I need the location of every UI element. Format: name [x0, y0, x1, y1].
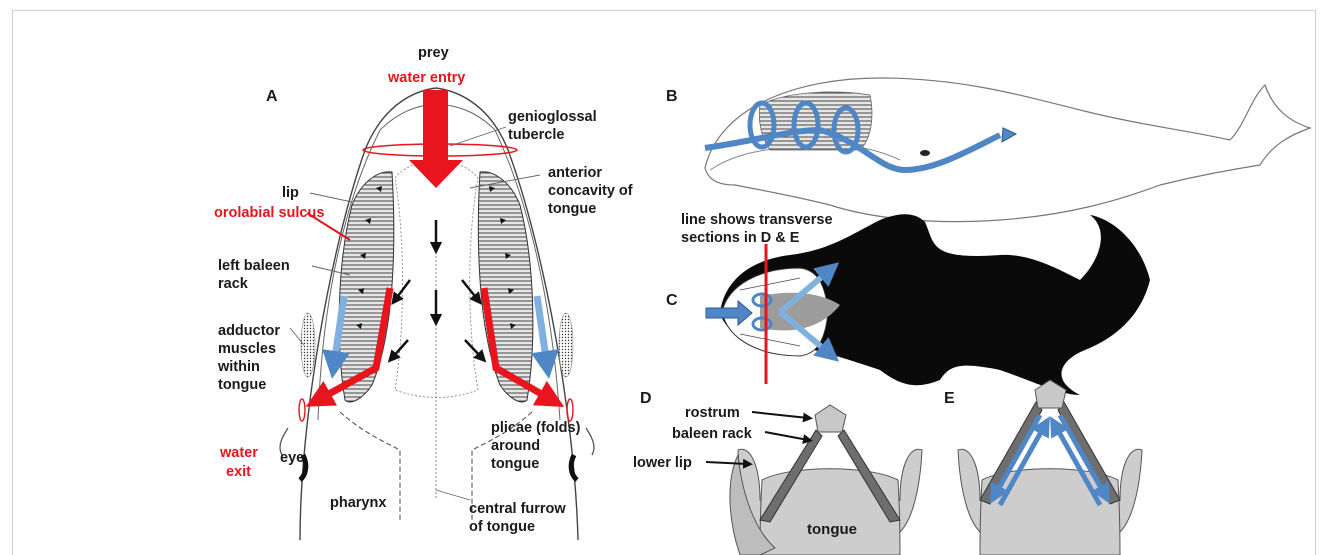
- label-pharynx: pharynx: [330, 494, 386, 512]
- label-left-baleen: left baleen: [218, 257, 290, 275]
- label-lip: lip: [282, 184, 299, 202]
- panel-e-drawing: [958, 380, 1142, 555]
- label-rack: rack: [218, 275, 248, 293]
- label-sections: sections in D & E: [681, 229, 799, 247]
- left-exit-slot: [299, 399, 305, 421]
- label-adductor-tongue: tongue: [218, 376, 266, 394]
- label-anterior-tongue: tongue: [548, 200, 596, 218]
- panel-label-e: E: [944, 390, 955, 408]
- label-tongue-d: tongue: [807, 521, 857, 539]
- label-water-exit-1: water: [220, 444, 258, 462]
- label-genioglossal: genioglossal: [508, 108, 597, 126]
- label-adductor: adductor: [218, 322, 280, 340]
- label-water-exit-2: exit: [226, 463, 251, 481]
- label-eye: eye: [280, 449, 304, 467]
- label-plicae: plicae (folds): [491, 419, 580, 437]
- panel-label-d: D: [640, 390, 652, 408]
- panel-b-drawing: [705, 78, 1310, 222]
- label-plicae-tongue: tongue: [491, 455, 539, 473]
- panel-a-drawing: [280, 88, 594, 540]
- label-tubercle: tubercle: [508, 126, 564, 144]
- right-exit-curve: [586, 428, 594, 455]
- adductor-left: [301, 313, 315, 377]
- label-orolabial-sulcus: orolabial sulcus: [214, 204, 324, 222]
- label-rostrum: rostrum: [685, 404, 740, 422]
- d-tongue: [760, 469, 900, 555]
- right-baleen-rack: [478, 172, 533, 402]
- label-of-tongue: of tongue: [469, 518, 535, 536]
- label-central-furrow: central furrow: [469, 500, 566, 518]
- label-anterior: anterior: [548, 164, 602, 182]
- d-rostrum: [815, 405, 846, 432]
- panel-label-a: A: [266, 88, 278, 106]
- whale-side-eye: [920, 150, 930, 156]
- right-arrow-2: [465, 340, 482, 358]
- adductor-right: [559, 313, 573, 377]
- panel-label-c: C: [666, 292, 678, 310]
- right-blue-arrow: [537, 296, 547, 365]
- label-baleen-rack: baleen rack: [672, 425, 752, 443]
- panel-label-b: B: [666, 88, 678, 106]
- label-concavity: concavity of: [548, 182, 633, 200]
- label-lower-lip: lower lip: [633, 454, 692, 472]
- label-line-shows: line shows transverse: [681, 211, 833, 229]
- right-exit-slot: [567, 399, 573, 421]
- label-water-entry: water entry: [388, 69, 465, 87]
- water-entry-arrow: [409, 90, 463, 188]
- label-within: within: [218, 358, 260, 376]
- label-around: around: [491, 437, 540, 455]
- left-arrow-2: [392, 340, 408, 358]
- label-muscles: muscles: [218, 340, 276, 358]
- label-prey: prey: [418, 44, 449, 62]
